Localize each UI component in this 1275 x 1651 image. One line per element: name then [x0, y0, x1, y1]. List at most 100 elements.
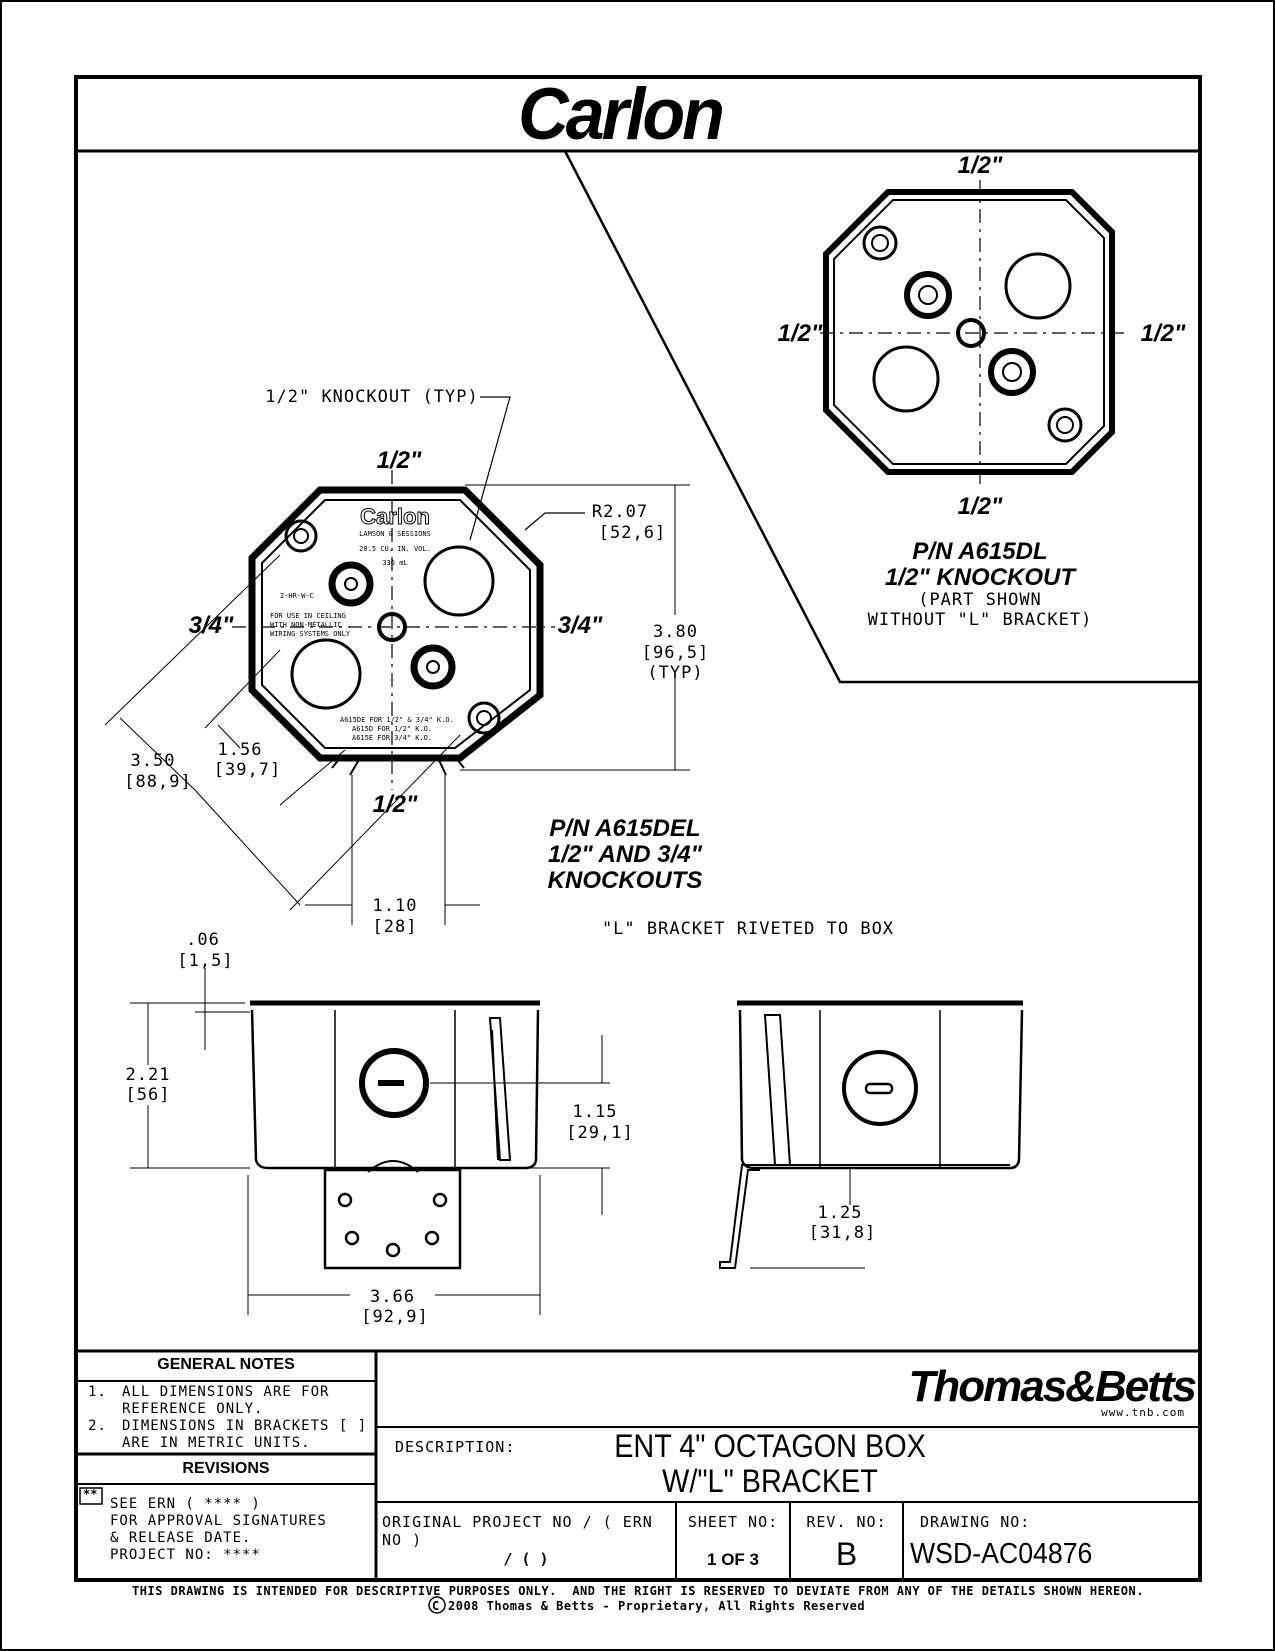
stamp-use2: WITH NON-METALLIC: [270, 621, 342, 629]
title-block: [76, 1349, 1200, 1580]
lip-dim-metric: [1,5]: [177, 951, 234, 971]
knockout-plug: [988, 348, 1036, 396]
top-view-a615del: [104, 396, 690, 925]
general-notes-title: GENERAL NOTES: [157, 1356, 295, 1373]
description-line1: ENT 4" OCTAGON BOX: [614, 1428, 926, 1464]
height-dim: 3.80: [653, 622, 698, 642]
knockouts-word: KNOCKOUTS: [547, 867, 703, 894]
knockout-leader: [469, 396, 511, 541]
stamp-brand: Carlon: [360, 504, 431, 530]
label-bottom: 1/2": [372, 791, 418, 818]
octagon-outer-rim: [823, 189, 1115, 475]
box-body: [250, 1009, 540, 1170]
stamp-p2: A615D FOR 1/2" K.O.: [352, 725, 433, 733]
copyright: 2008 Thomas & Betts - Proprietary, All R…: [448, 1599, 866, 1613]
label-right: 1/2": [1140, 320, 1186, 347]
revision-line: PROJECT NO: ****: [110, 1547, 261, 1563]
company-logo: Thomas&Betts: [908, 1362, 1198, 1411]
knockout-three-quarter: [423, 545, 495, 617]
depth-dim-metric: [56]: [125, 1085, 171, 1105]
note-line: ARE IN METRIC UNITS.: [122, 1435, 311, 1451]
octagon-outer-rim: [248, 486, 544, 762]
knockout-half-inch: [872, 345, 940, 413]
note-line: DIMENSIONS IN BRACKETS [ ]: [122, 1418, 368, 1434]
orig-project-value: / ( ): [503, 1550, 549, 1568]
bracket-width-dim: 1.10: [372, 896, 418, 916]
stamp-maker: LAMSON & SESSIONS: [359, 530, 431, 538]
stamp-vol: 20.5 CU. IN. VOL.: [359, 545, 431, 553]
dim-line-diag2: [204, 649, 281, 729]
mount-screw: [467, 701, 501, 735]
knockout-side: [359, 1048, 429, 1118]
note-num: 2.: [88, 1418, 107, 1434]
rev-label: REV. NO:: [806, 1513, 887, 1531]
label-top: 1/2": [376, 447, 422, 474]
stamp-ml: 336 mL: [382, 559, 408, 567]
depth-dim: 2.21: [125, 1065, 171, 1085]
bracket-slot: [763, 1014, 792, 1166]
revision-line: & RELEASE DATE.: [110, 1530, 252, 1546]
height-dim-metric: [96,5]: [641, 643, 710, 663]
diag1-dim-metric: [88,9]: [124, 772, 192, 792]
side-view-rear: [719, 1000, 1024, 1269]
revisions-title: REVISIONS: [182, 1460, 270, 1477]
stamp-code: 2-HR-W-C: [280, 592, 314, 600]
ko-height-dim: 1.15: [572, 1102, 618, 1122]
l-bracket-plate: [323, 1168, 462, 1270]
knockout-side: [842, 1050, 918, 1126]
mount-screw: [1047, 407, 1083, 443]
sheet-value: 1 OF 3: [707, 1550, 759, 1569]
height-typ: (TYP): [647, 663, 704, 683]
label-top: 1/2": [957, 152, 1003, 179]
label-bottom: 1/2": [957, 493, 1003, 520]
rev-value: B: [835, 1536, 858, 1572]
copyright-icon: [428, 1596, 446, 1614]
radius-dim: R2.07: [591, 502, 649, 522]
description-label: DESCRIPTION:: [395, 1438, 516, 1456]
box-body: [738, 1009, 1024, 1170]
bracket-tabs: [331, 757, 465, 776]
mount-screw: [284, 519, 318, 553]
revision-mark: **: [83, 1487, 98, 1501]
knockout-plug: [328, 561, 374, 607]
width-dim: 3.66: [370, 1287, 415, 1307]
stamp-use3: WIRING SYSTEMS ONLY: [270, 630, 351, 638]
radius-dim-metric: [52,6]: [598, 523, 667, 543]
knockout-label: 1/2" AND 3/4": [548, 841, 702, 868]
svg-text:C: C: [432, 1599, 439, 1613]
revision-line: FOR APPROVAL SIGNATURES: [110, 1513, 327, 1529]
description-line2: W/"L" BRACKET: [662, 1463, 878, 1499]
center-hole: [377, 612, 407, 642]
label-left: 1/2": [777, 320, 823, 347]
drawing-value: WSD-AC04876: [910, 1538, 1093, 1570]
knockout-plug: [904, 271, 952, 319]
bracket-drop-dim-metric: [31,8]: [808, 1223, 877, 1243]
company-website: www.tnb.com: [1101, 1406, 1185, 1419]
dim-line-diag1: [104, 554, 281, 726]
ko-height-dim-metric: [29,1]: [566, 1123, 634, 1143]
stamp-use1: FOR USE IN CEILING: [270, 612, 346, 620]
knockout-callout: 1/2" KNOCKOUT (TYP): [265, 387, 479, 407]
lip-dim: .06: [186, 930, 220, 950]
width-dim-metric: [92,9]: [361, 1307, 429, 1327]
bracket-drop-dim: 1.25: [817, 1203, 863, 1223]
note-line: ALL DIMENSIONS ARE FOR: [122, 1384, 330, 1400]
note-line: REFERENCE ONLY.: [122, 1401, 264, 1417]
octagon-inner-rim: [833, 199, 1105, 465]
note-line1: (PART SHOWN: [918, 590, 1042, 610]
label-right: 3/4": [557, 612, 603, 639]
bracket-note: "L" BRACKET RIVETED TO BOX: [601, 919, 895, 939]
part-number: P/N A615DL: [912, 538, 1048, 565]
brand-logo: Carlon: [518, 73, 725, 155]
knockout-half-inch: [1004, 252, 1072, 320]
drawing-frame: [74, 75, 1202, 1582]
knockout-three-quarter: [290, 638, 362, 710]
l-bracket-side: [719, 1164, 1010, 1269]
diag2-dim-metric: [39,7]: [213, 760, 282, 780]
drawing-label: DRAWING NO:: [920, 1513, 1031, 1531]
knockout-plug: [410, 644, 456, 690]
sheet-label: SHEET NO:: [687, 1513, 779, 1531]
note-line2: WITHOUT "L" BRACKET): [867, 610, 1093, 630]
